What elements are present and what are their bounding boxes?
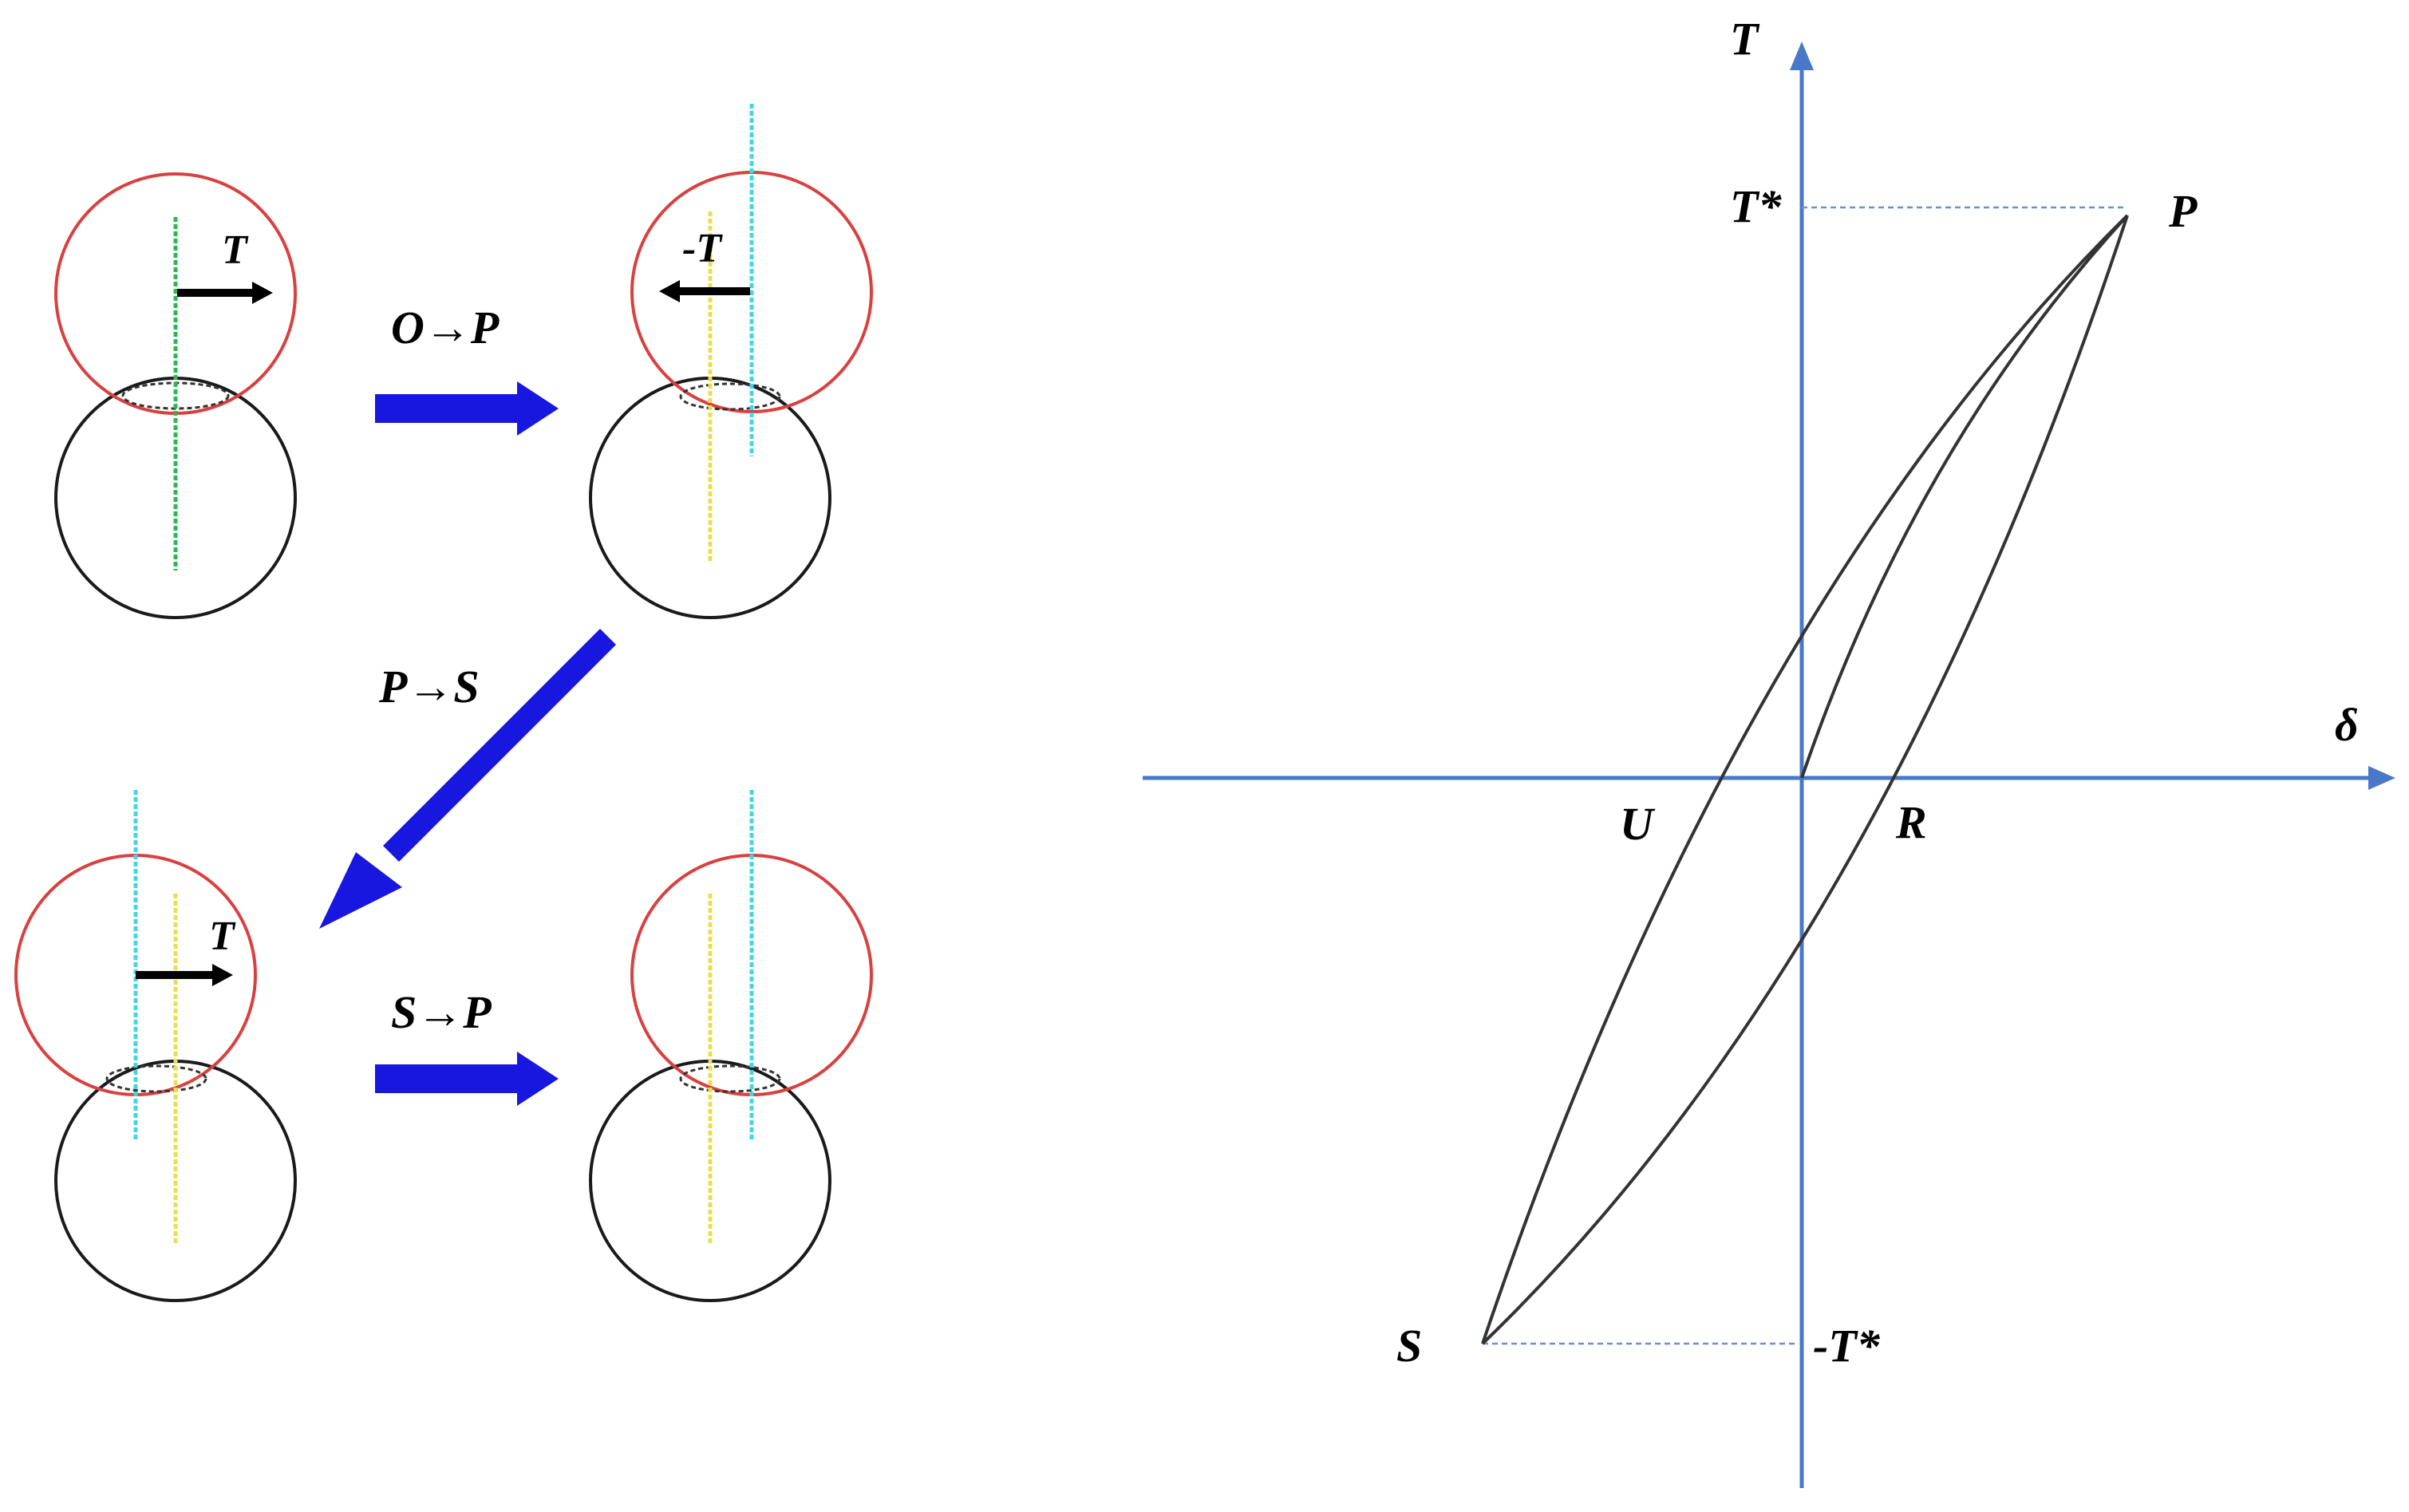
panel-p: -T bbox=[589, 104, 873, 619]
contact-patch bbox=[679, 1064, 781, 1093]
panel-s: T bbox=[14, 790, 297, 1302]
point-s-label: S bbox=[1396, 1320, 1422, 1372]
unloading-curve bbox=[1481, 214, 2129, 1344]
contact-patch bbox=[105, 1064, 207, 1093]
transition-label-s-to-p: S→P bbox=[391, 986, 492, 1038]
force-label: -T bbox=[682, 226, 723, 271]
x-axis-label: δ bbox=[2335, 699, 2359, 751]
transition-arrow-s-to-p bbox=[375, 1052, 559, 1106]
y-tick-top: T* bbox=[1730, 180, 1782, 232]
y-axis-label: T bbox=[1730, 13, 1760, 65]
force-arrow-right bbox=[177, 282, 273, 304]
transition-label-o-to-p: O→P bbox=[391, 302, 500, 353]
arrowhead-icon bbox=[1790, 41, 1814, 70]
force-arrow-left bbox=[659, 280, 750, 302]
arrowhead-icon bbox=[2368, 766, 2395, 790]
force-label: T bbox=[209, 914, 236, 959]
point-p-label: P bbox=[2168, 185, 2198, 237]
transition-arrow-p-to-s bbox=[319, 629, 616, 929]
force-label: T bbox=[222, 227, 249, 273]
initial-loading-curve bbox=[1800, 214, 2129, 779]
transition-arrow-o-to-p bbox=[375, 381, 559, 436]
hysteresis-plot: T δ T* -T* P S U R bbox=[1143, 13, 2395, 1488]
transition-label-p-to-s: P→S bbox=[378, 661, 480, 713]
panel-initial: T bbox=[54, 172, 297, 619]
reloading-curve bbox=[1481, 215, 2129, 1345]
panel-final bbox=[589, 790, 873, 1302]
force-arrow-right bbox=[136, 964, 233, 986]
point-r-label: R bbox=[1895, 796, 1927, 848]
point-u-label: U bbox=[1620, 798, 1656, 850]
contact-patch bbox=[679, 382, 781, 411]
y-tick-bottom: -T* bbox=[1813, 1320, 1881, 1372]
